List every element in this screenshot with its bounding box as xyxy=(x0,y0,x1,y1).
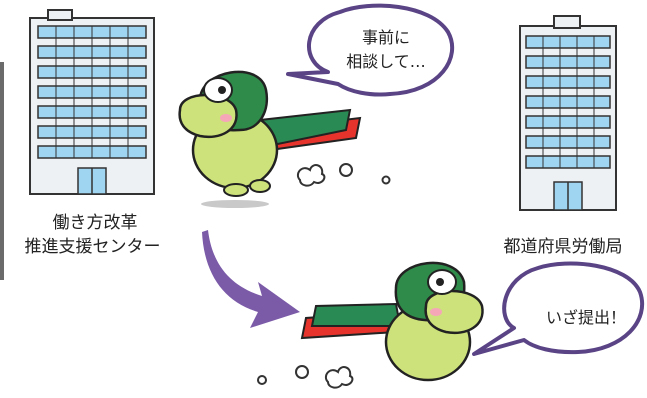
dust-puffs-bottom-icon xyxy=(257,365,354,389)
bottom-speech-bubble xyxy=(472,261,644,356)
left-edge-rule xyxy=(0,62,4,280)
bottom-bubble-text: いざ提出！ xyxy=(545,308,626,327)
flying-dinosaur-top-icon xyxy=(178,70,362,197)
top-bubble-line2: 相談して… xyxy=(346,52,426,71)
top-dinosaur-shadow xyxy=(201,200,269,208)
top-bubble-line1: 事前に xyxy=(361,28,410,47)
right-building-label: 都道府県労働局 xyxy=(503,237,623,257)
left-building-label-line1: 働き方改革 xyxy=(52,213,138,233)
dust-puffs-top-icon xyxy=(296,163,391,187)
curved-arrow-icon xyxy=(202,230,300,328)
left-building-label-line2: 推進支援センター xyxy=(24,237,161,257)
right-building-icon xyxy=(519,15,617,211)
left-building-icon xyxy=(29,9,155,195)
top-speech-bubble xyxy=(286,3,455,97)
flying-dinosaur-bottom-icon xyxy=(300,261,484,382)
